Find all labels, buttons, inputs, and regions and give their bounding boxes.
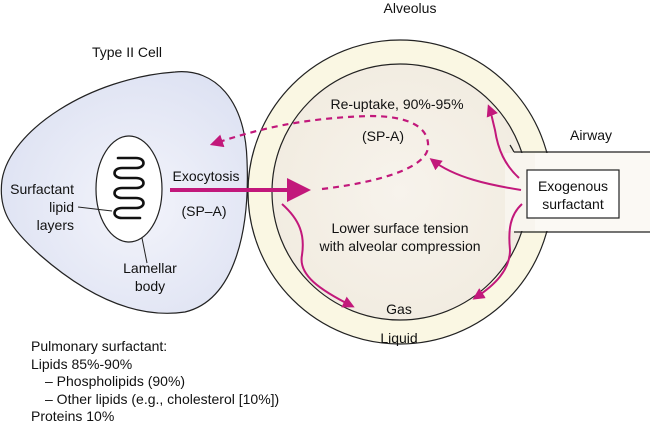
exogenous-arrow-to-loop [429, 158, 522, 191]
surfactant-composition: Pulmonary surfactant: Lipids 85%-90% – P… [31, 338, 279, 426]
airway-label: Airway [570, 127, 612, 143]
lamellar-body-label-1: Lamellar [123, 260, 177, 276]
exogenous-surfactant-label-2: surfactant [542, 196, 604, 212]
exogenous-surfactant-label-1: Exogenous [538, 178, 608, 194]
lamellar-body-leader [141, 237, 148, 264]
composition-lipids: Lipids 85%-90% [31, 355, 133, 372]
exogenous-arrow-up [486, 104, 520, 179]
lower-surface-tension-label-2: with alveolar compression [318, 238, 480, 254]
exocytosis-label: Exocytosis [173, 168, 240, 184]
surfactant-lipid-layers-label-2: lipid [49, 199, 74, 215]
composition-proteins: Proteins 10% [31, 408, 115, 424]
reuptake-dashed-arrow [209, 114, 430, 191]
composition-phospholipids: – Phospholipids (90%) [45, 373, 186, 389]
lipid-layers-leader [77, 206, 113, 212]
lower-surface-tension-label-1: Lower surface tension [332, 220, 469, 236]
type-ii-cell-label: Type II Cell [92, 44, 162, 60]
exogenous-surfactant-box [526, 169, 620, 219]
exogenous-arrow-down [472, 203, 523, 300]
exocytosis-protein-label: (SP–A) [181, 203, 226, 219]
surfactant-lipid-layers-label-3: layers [37, 217, 74, 233]
surfactant-lipid-layers-label-1: Surfactant [10, 181, 74, 197]
reuptake-protein-label: (SP-A) [362, 128, 404, 144]
alveolar-compression-arrow [281, 203, 355, 308]
gas-label: Gas [386, 301, 412, 317]
composition-title: Pulmonary surfactant: [31, 338, 168, 354]
composition-other-lipids: – Other lipids (e.g., cholesterol [10%]) [45, 390, 280, 407]
alveolus-label: Alveolus [384, 0, 437, 16]
surfactant-lipid-layers-icon [113, 156, 145, 220]
liquid-label: Liquid [380, 330, 417, 346]
reuptake-label: Re-uptake, 90%-95% [330, 96, 463, 112]
lamellar-body-label-2: body [135, 278, 165, 294]
